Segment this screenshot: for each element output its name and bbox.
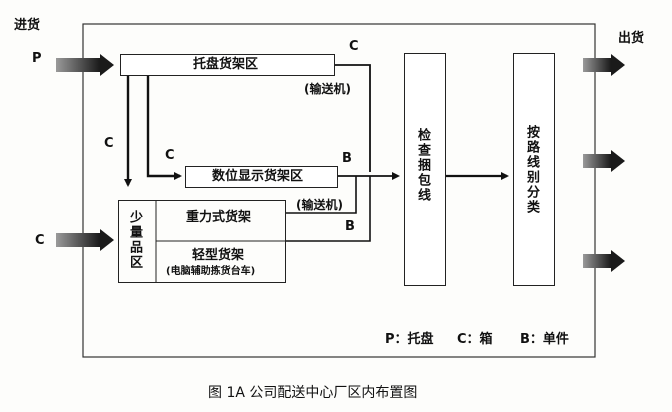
conveyor-label-mid: (输送机) (296, 198, 343, 212)
legend-p: P：托盘 (385, 332, 434, 347)
facility-frame (82, 23, 596, 358)
inbound-p-label: P (32, 51, 42, 66)
conveyor-line-low-1 (286, 176, 357, 214)
inspect-pack-line (404, 53, 446, 286)
pallet-rack-zone (120, 54, 335, 76)
inbound-c-label: C (35, 233, 45, 248)
pallet-rack-label: 托盘货架区 (193, 57, 259, 72)
digital-rack-zone (185, 166, 338, 188)
outbound-arrow-3 (583, 250, 625, 272)
flow-label-c-mid: C (165, 148, 175, 163)
conveyor-label-top: (输送机) (304, 82, 351, 96)
inbound-label: 进货 (14, 18, 41, 33)
conveyor-line-low-2 (286, 176, 371, 242)
flow-label-b-mid: B (342, 151, 352, 166)
inbound-arrow-p (56, 54, 114, 76)
small-qty-zone-label: 少量品区 (127, 210, 142, 270)
inspect-pack-label: 检查捆包线 (415, 128, 430, 203)
legend-b: B：单件 (520, 332, 569, 347)
outbound-label: 出货 (618, 31, 645, 46)
light-rack-label: 轻型货架 (192, 248, 245, 263)
route-sort-label: 按路线别分类 (524, 125, 539, 215)
small-qty-zone (118, 200, 286, 283)
digital-rack-label: 数位显示货架区 (212, 169, 304, 184)
outbound-arrow-1 (583, 54, 625, 76)
light-rack-note: (电脑辅助拣货台车) (166, 266, 256, 277)
flow-label-c-top: C (349, 39, 359, 54)
flow-line-pallet-to-digital (146, 76, 182, 180)
figure-caption: 图 1A 公司配送中心厂区内布置图 (208, 385, 418, 401)
inbound-arrow-c (56, 229, 114, 251)
legend-c: C：箱 (457, 332, 493, 347)
flow-label-b-low: B (345, 219, 355, 234)
route-sort-zone (513, 53, 555, 286)
outbound-arrow-2 (583, 150, 625, 172)
conveyor-line-top (335, 64, 371, 172)
flow-label-c-left: C (104, 136, 114, 151)
gravity-rack-label: 重力式货架 (186, 210, 252, 225)
